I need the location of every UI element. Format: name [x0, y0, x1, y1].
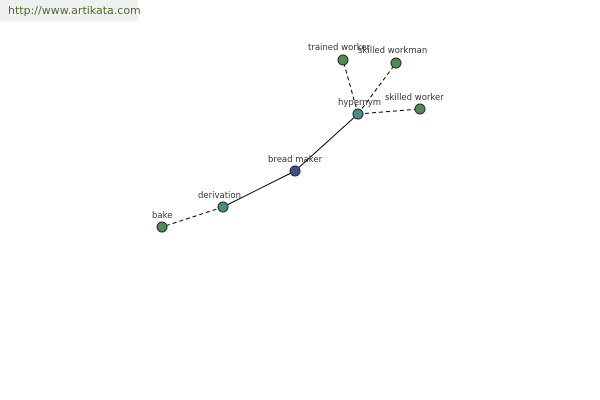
graph-edges	[161, 59, 421, 228]
watermark-link[interactable]: http://www.artikata.com	[8, 4, 141, 17]
edge-hypernym-to-skilled-worker	[357, 108, 421, 115]
node-dot-hypernym[interactable]	[352, 108, 364, 120]
node-label-trained-worker[interactable]: trained worker	[308, 43, 371, 53]
edge-hypernym-to-skilled-workman	[357, 62, 397, 115]
watermark: http://www.artikata.com	[0, 0, 141, 21]
node-dot-skilled-workman[interactable]	[390, 57, 402, 69]
node-bread-maker[interactable]: bread maker	[268, 155, 323, 177]
node-dot-skilled-worker[interactable]	[414, 103, 426, 115]
node-skilled-workman[interactable]: skilled workman	[358, 46, 427, 69]
node-dot-bake[interactable]	[156, 221, 168, 233]
edge-hypernym-to-trained-worker	[342, 59, 359, 115]
node-skilled-worker[interactable]: skilled worker	[385, 93, 444, 115]
node-label-hypernym[interactable]: hypernym	[338, 98, 381, 108]
node-label-bread-maker[interactable]: bread maker	[268, 155, 323, 165]
node-dot-bread-maker[interactable]	[289, 165, 301, 177]
node-label-bake[interactable]: bake	[152, 211, 172, 221]
node-trained-worker[interactable]: trained worker	[308, 43, 371, 66]
edge-derivation-to-bake	[161, 206, 224, 228]
node-label-skilled-workman[interactable]: skilled workman	[358, 46, 427, 56]
edge-bread-maker-to-derivation	[222, 170, 296, 208]
node-derivation[interactable]: derivation	[198, 191, 241, 213]
node-dot-derivation[interactable]	[217, 201, 229, 213]
node-hypernym[interactable]: hypernym	[338, 98, 381, 120]
node-label-derivation[interactable]: derivation	[198, 191, 241, 201]
edge-bread-maker-to-hypernym	[294, 113, 359, 172]
node-dot-trained-worker[interactable]	[337, 54, 349, 66]
node-bake[interactable]: bake	[152, 211, 172, 233]
graph-nodes: bread maker derivation hypernym bake trained…	[152, 43, 444, 233]
node-label-skilled-worker[interactable]: skilled worker	[385, 93, 444, 103]
